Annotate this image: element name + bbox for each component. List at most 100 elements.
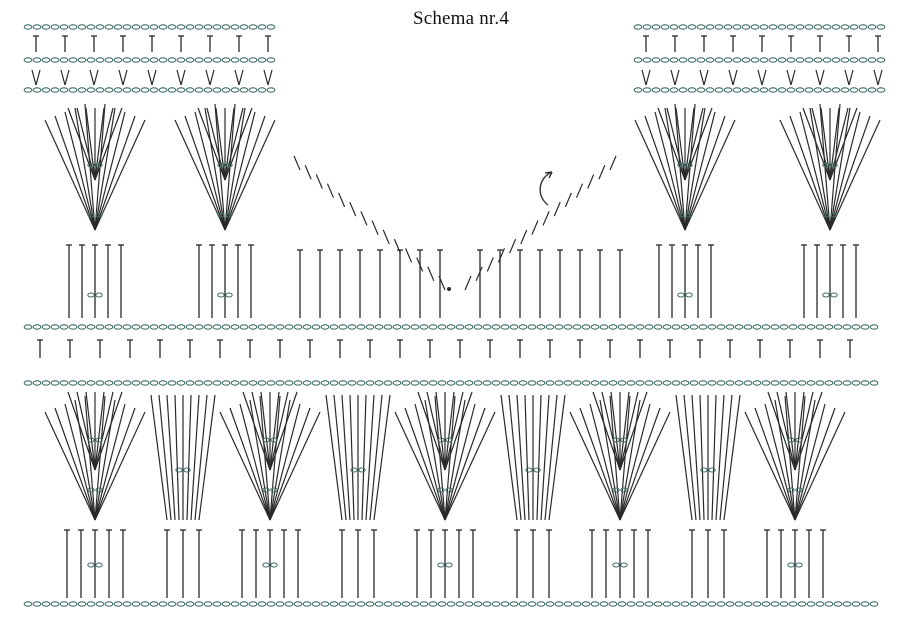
chain-stitch (32, 601, 42, 607)
chain-stitch (68, 87, 78, 93)
slanted-stitch (509, 238, 517, 254)
chain-stitch (482, 601, 492, 607)
chain-stitch (815, 324, 825, 330)
chain-stitch (356, 380, 366, 386)
chain-stitch (590, 380, 600, 386)
chain-stitch (734, 324, 744, 330)
slanted-stitch (761, 69, 767, 86)
slanted-stitch (64, 69, 70, 86)
slanted-stitch (802, 107, 831, 181)
chain-stitch (797, 324, 807, 330)
picot (787, 487, 795, 493)
chain-stitch (680, 380, 690, 386)
slanted-stitch (224, 115, 266, 231)
chain-stitch (185, 601, 195, 607)
chain-stitch (851, 601, 861, 607)
picot (87, 212, 95, 218)
chain-stitch (248, 324, 258, 330)
chain-stitch (86, 380, 96, 386)
slanted-stitch (794, 407, 836, 521)
slanted-stitch (873, 69, 879, 86)
picot (270, 437, 278, 443)
chain-stitch (689, 601, 699, 607)
slanted-stitch (94, 407, 136, 521)
chain-stitch (761, 601, 771, 607)
chain-stitch (644, 324, 654, 330)
chain-stitch (392, 601, 402, 607)
chain-stitch (221, 601, 231, 607)
chain-stitch (876, 87, 886, 93)
chain-stitch (149, 24, 159, 30)
picot (533, 467, 541, 473)
slanted-stitch (829, 111, 861, 231)
chain-stitch (680, 324, 690, 330)
chain-stitch (221, 57, 231, 63)
slanted-stitch (84, 395, 96, 521)
slanted-stitch (269, 403, 301, 521)
chain-stitch (50, 24, 60, 30)
chain-stitch (347, 324, 357, 330)
chain-stitch (410, 380, 420, 386)
chain-stitch (698, 380, 708, 386)
chain-stitch (464, 324, 474, 330)
chain-stitch (732, 87, 742, 93)
picot (822, 162, 830, 168)
chain-stitch (383, 324, 393, 330)
chain-stitch (660, 24, 670, 30)
chain-stitch (669, 87, 679, 93)
chain-stitch (347, 380, 357, 386)
slanted-stitch (93, 69, 99, 86)
slanted-stitch (444, 395, 456, 521)
slanted-stitch (180, 69, 186, 86)
slanted-stitch (94, 391, 114, 471)
chain-stitch (221, 87, 231, 93)
chain-stitch (536, 324, 546, 330)
chain-stitch (849, 87, 859, 93)
chain-stitch (687, 24, 697, 30)
chain-stitch (635, 601, 645, 607)
chain-stitch (527, 324, 537, 330)
slanted-stitch (644, 115, 686, 231)
chain-stitch (662, 380, 672, 386)
chain-stitch (428, 601, 438, 607)
chain-stitch (446, 601, 456, 607)
chain-stitch (518, 601, 528, 607)
slanted-stitch (67, 107, 96, 181)
chain-stitch (806, 601, 816, 607)
slanted-stitch (799, 111, 831, 231)
chain-stitch (500, 380, 510, 386)
chain-stitch (842, 601, 852, 607)
slanted-stitch (444, 403, 476, 521)
chain-stitch (849, 57, 859, 63)
slanted-stitch (404, 248, 413, 263)
chain-stitch (824, 380, 834, 386)
chain-stitch (383, 380, 393, 386)
chain-stitch (698, 601, 708, 607)
picot (700, 467, 708, 473)
chain-stitch (707, 380, 717, 386)
slanted-stitch (500, 394, 518, 521)
chain-stitch (59, 601, 69, 607)
slanted-stitch (94, 391, 123, 471)
chain-stitch (212, 87, 222, 93)
chain-stitch (795, 57, 805, 63)
slanted-stitch (224, 107, 246, 231)
slanted-stitch (204, 107, 226, 231)
chain-stitch (329, 380, 339, 386)
chain-stitch (302, 324, 312, 330)
chain-stitch (698, 324, 708, 330)
chain-stitch (455, 324, 465, 330)
chain-stitch (572, 601, 582, 607)
slanted-stitch (166, 394, 176, 521)
chain-stitch (23, 324, 33, 330)
chain-stitch (23, 380, 33, 386)
chain-stitch (752, 380, 762, 386)
chain-stitch (77, 87, 87, 93)
chain-stitch (392, 324, 402, 330)
chain-stitch (653, 324, 663, 330)
chain-stitch (122, 601, 132, 607)
chain-stitch (806, 324, 816, 330)
chain-stitch (329, 324, 339, 330)
chain-stitch (714, 24, 724, 30)
